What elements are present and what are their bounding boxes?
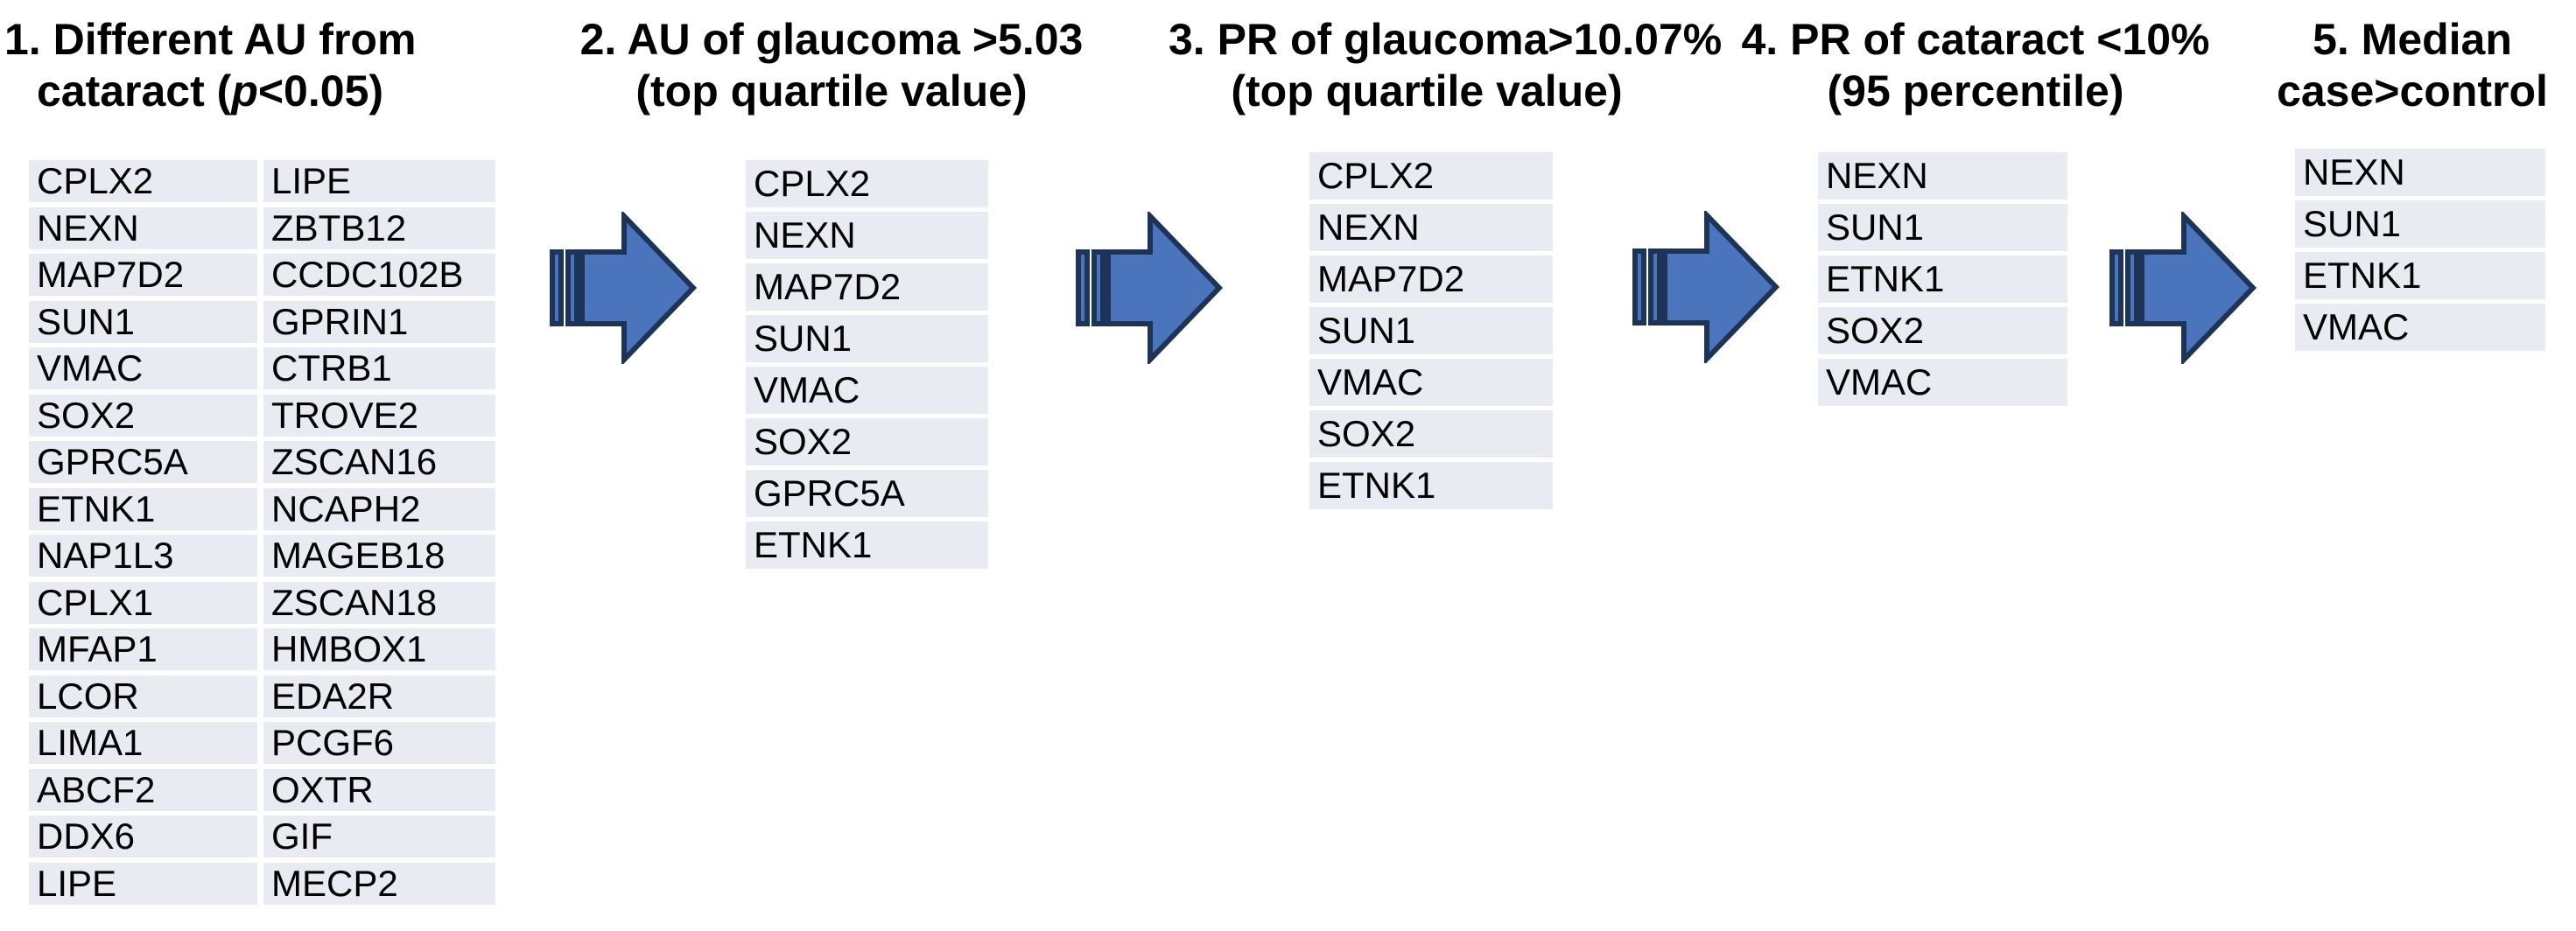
gene-cell: TROVE2 bbox=[263, 394, 495, 437]
gene-cell: ZSCAN16 bbox=[263, 441, 495, 483]
gene-cell: SUN1 bbox=[746, 315, 988, 362]
striped-right-arrow-icon bbox=[1632, 211, 1779, 363]
gene-cell: LIMA1 bbox=[29, 722, 257, 764]
gene-cell: NAP1L3 bbox=[29, 535, 257, 577]
gene-cell: NCAPH2 bbox=[263, 487, 495, 530]
p-value-symbol: p bbox=[231, 66, 258, 116]
gene-cell: CPLX2 bbox=[1309, 152, 1553, 200]
stage-3-title-line2: (top quartile value) bbox=[1231, 66, 1623, 116]
gene-cell: CCDC102B bbox=[263, 254, 495, 296]
gene-cell: SOX2 bbox=[1309, 410, 1553, 458]
gene-cell: NEXN bbox=[29, 206, 257, 249]
gene-cell: VMAC bbox=[1309, 359, 1553, 406]
gene-cell: SUN1 bbox=[29, 300, 257, 343]
gene-cell: CPLX1 bbox=[29, 581, 257, 624]
stage-1-title: 1. Different AU from cataract (p<0.05) bbox=[4, 14, 416, 117]
gene-cell: CPLX2 bbox=[29, 160, 257, 202]
gene-cell: VMAC bbox=[746, 367, 988, 414]
stage-4-title: 4. PR of cataract <10% (95 percentile) bbox=[1717, 14, 2234, 117]
stage-2-title: 2. AU of glaucoma >5.03 (top quartile va… bbox=[573, 14, 1090, 117]
stage-5-title-line1: 5. Median bbox=[2313, 15, 2512, 64]
stage-5-title: 5. Median case>control bbox=[2193, 14, 2576, 117]
gene-cell: MAP7D2 bbox=[29, 254, 257, 296]
gene-cell: EDA2R bbox=[263, 675, 495, 718]
gene-cell: MFAP1 bbox=[29, 628, 257, 670]
gene-cell: PCGF6 bbox=[263, 722, 495, 764]
striped-right-arrow-icon bbox=[2109, 212, 2257, 364]
stage-2-title-line1: 2. AU of glaucoma >5.03 bbox=[579, 15, 1084, 64]
gene-cell: GPRC5A bbox=[746, 470, 988, 517]
gene-cell: LCOR bbox=[29, 675, 257, 718]
gene-cell: NEXN bbox=[1309, 204, 1553, 251]
gene-cell: ETNK1 bbox=[1818, 256, 2067, 303]
gene-cell: MAP7D2 bbox=[746, 263, 988, 311]
stage-2-title-line2: (top quartile value) bbox=[635, 66, 1028, 116]
gene-cell: LIPE bbox=[29, 862, 257, 905]
gene-cell: SOX2 bbox=[29, 394, 257, 437]
gene-cell: CTRB1 bbox=[263, 347, 495, 389]
gene-cell: ZBTB12 bbox=[263, 206, 495, 249]
gene-cell: SUN1 bbox=[2295, 200, 2545, 248]
stage-4-title-line2: (95 percentile) bbox=[1827, 66, 2124, 116]
gene-cell: LIPE bbox=[263, 160, 495, 202]
stage-1-title-line1: 1. Different AU from bbox=[4, 15, 417, 64]
gene-cell: SOX2 bbox=[1818, 307, 2067, 354]
gene-cell: HMBOX1 bbox=[263, 628, 495, 670]
stage-1-title-line2: cataract (p<0.05) bbox=[36, 66, 384, 116]
gene-cell: SUN1 bbox=[1309, 307, 1553, 354]
gene-cell: GIF bbox=[263, 816, 495, 858]
striped-right-arrow-icon bbox=[550, 212, 697, 364]
gene-cell: SUN1 bbox=[1818, 204, 2067, 251]
stage-4-title-line1: 4. PR of cataract <10% bbox=[1741, 15, 2210, 64]
stage-3-title: 3. PR of glaucoma>10.07% (top quartile v… bbox=[1169, 14, 1723, 117]
gene-cell: ZSCAN18 bbox=[263, 581, 495, 624]
gene-cell: ABCF2 bbox=[29, 768, 257, 811]
gene-cell: NEXN bbox=[2295, 149, 2545, 196]
gene-cell: MECP2 bbox=[263, 862, 495, 905]
gene-cell: VMAC bbox=[1818, 359, 2067, 406]
gene-cell: OXTR bbox=[263, 768, 495, 811]
gene-cell: SOX2 bbox=[746, 418, 988, 466]
gene-cell: MAP7D2 bbox=[1309, 256, 1553, 303]
gene-cell: NEXN bbox=[746, 212, 988, 259]
gene-cell: DDX6 bbox=[29, 816, 257, 858]
gene-cell: GPRIN1 bbox=[263, 300, 495, 343]
gene-cell: VMAC bbox=[29, 347, 257, 389]
stage-3-title-line1: 3. PR of glaucoma>10.07% bbox=[1169, 15, 1723, 64]
gene-cell: NEXN bbox=[1818, 152, 2067, 200]
gene-cell: ETNK1 bbox=[746, 522, 988, 569]
gene-cell: ETNK1 bbox=[1309, 462, 1553, 509]
gene-cell: MAGEB18 bbox=[263, 535, 495, 577]
gene-cell: VMAC bbox=[2295, 304, 2545, 351]
gene-cell: GPRC5A bbox=[29, 441, 257, 483]
gene-cell: ETNK1 bbox=[29, 487, 257, 530]
striped-right-arrow-icon bbox=[1076, 212, 1223, 364]
stage-5-title-line2: case>control bbox=[2277, 66, 2548, 116]
gene-cell: CPLX2 bbox=[746, 160, 988, 207]
gene-cell: ETNK1 bbox=[2295, 252, 2545, 299]
